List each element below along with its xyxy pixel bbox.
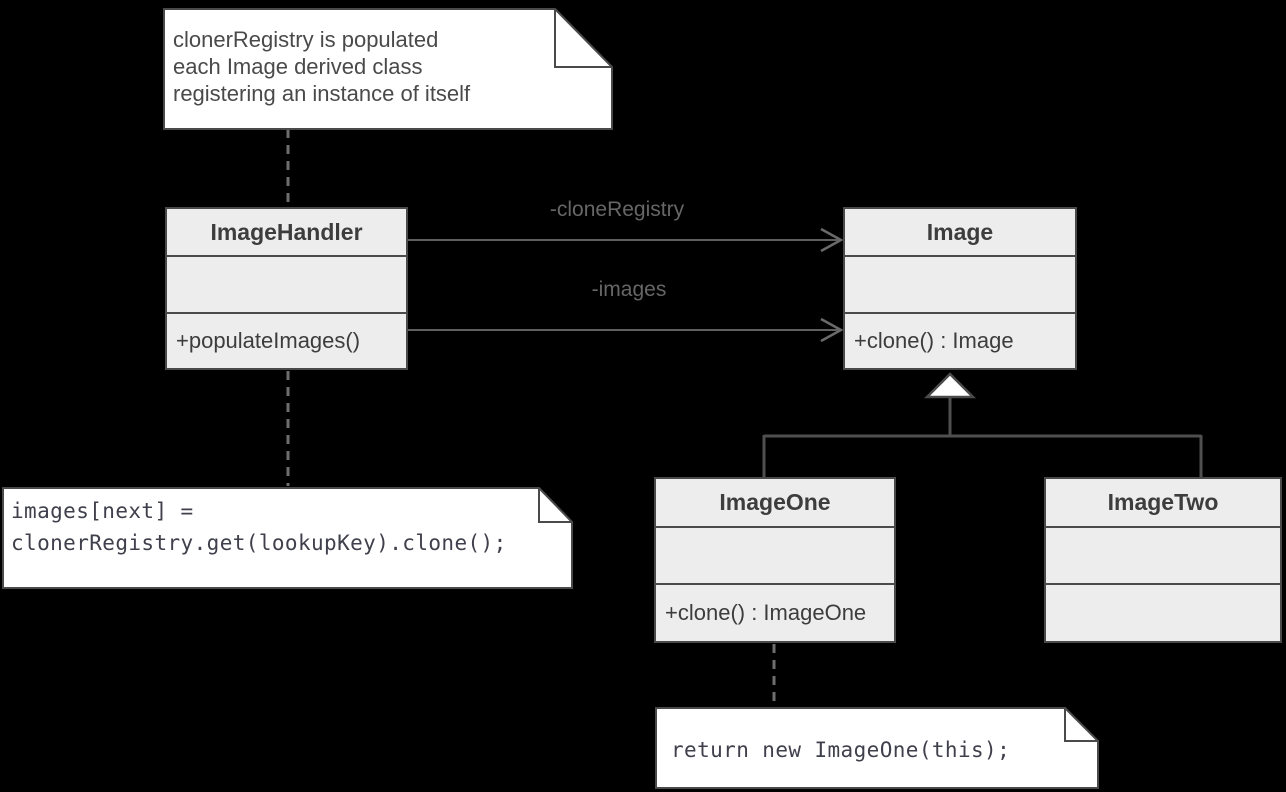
note-populate-images-code-text: images[next] = clonerRegistry.get(lookup…: [11, 499, 507, 555]
class-image[interactable]: Image +clone() : Image: [843, 207, 1077, 370]
class-name: ImageHandler: [167, 209, 406, 257]
class-attributes: [845, 257, 1075, 314]
note-registry[interactable]: clonerRegistry is populated each Image d…: [163, 8, 613, 130]
generalization-triangle-icon: [923, 372, 977, 399]
association-clone-registry[interactable]: [408, 227, 844, 253]
class-methods: +clone() : Image: [854, 328, 1014, 353]
class-methods: [1046, 585, 1280, 641]
association-images[interactable]: [408, 317, 844, 343]
class-methods: +clone() : ImageOne: [665, 600, 867, 625]
class-methods: +populateImages(): [176, 328, 361, 353]
open-arrowhead-icon: [820, 317, 844, 343]
note-fold-icon: [1064, 707, 1099, 742]
note-registry-text: clonerRegistry is populated each Image d…: [173, 27, 471, 106]
class-attributes: [1046, 528, 1280, 585]
class-attributes: [167, 257, 406, 314]
note-shape: [163, 8, 613, 130]
note-fold-icon: [538, 487, 573, 523]
class-image-one[interactable]: ImageOne +clone() : ImageOne: [654, 477, 896, 643]
note-shape: [655, 707, 1099, 789]
open-arrowhead-icon: [820, 227, 844, 253]
class-image-two[interactable]: ImageTwo: [1044, 477, 1282, 643]
class-attributes: [656, 528, 894, 585]
class-name: Image: [845, 209, 1075, 257]
class-name: ImageOne: [656, 479, 894, 528]
note-clone-return-code-text: return new ImageOne(this);: [671, 738, 1011, 762]
note-shape: [2, 487, 573, 589]
association-label-images[interactable]: -images: [591, 278, 667, 301]
class-image-handler[interactable]: ImageHandler +populateImages(): [165, 207, 408, 370]
note-fold-icon: [554, 8, 613, 68]
generalization-tree[interactable]: [762, 372, 1203, 477]
association-label-clone-registry[interactable]: -cloneRegistry: [549, 198, 685, 221]
note-clone-return-code[interactable]: return new ImageOne(this);: [655, 707, 1099, 790]
class-name: ImageTwo: [1046, 479, 1280, 528]
note-populate-images-code[interactable]: images[next] = clonerRegistry.get(lookup…: [2, 487, 573, 590]
